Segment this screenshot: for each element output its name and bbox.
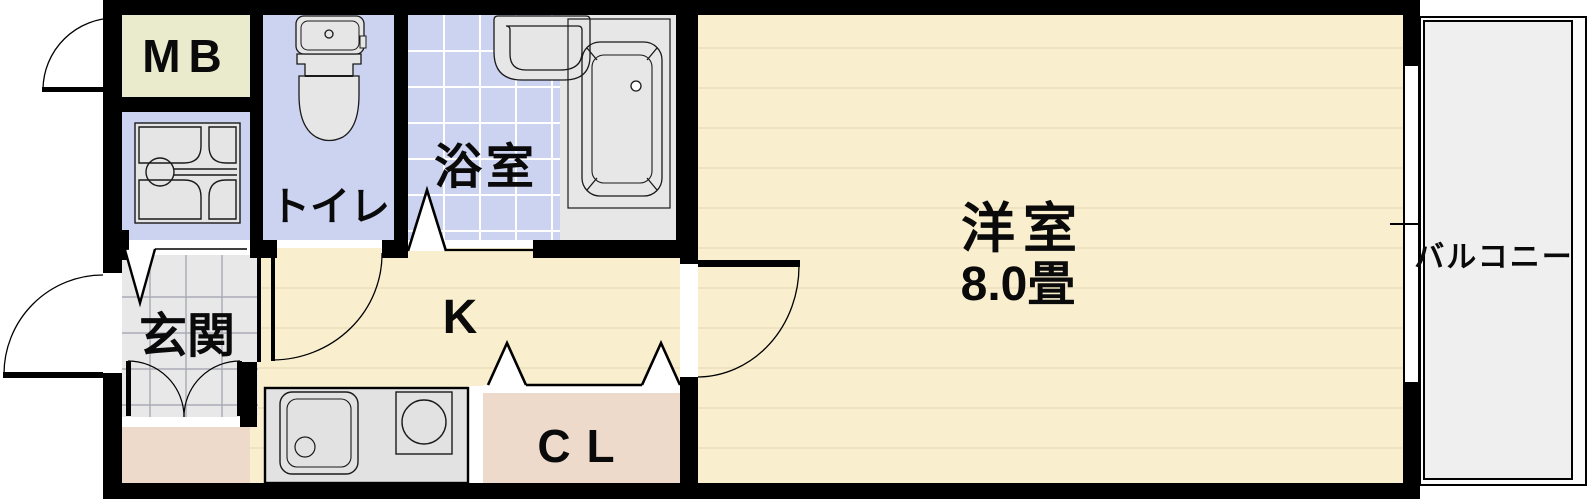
entrance-tile-grid: [122, 255, 258, 417]
washing-machine-pan-icon: [134, 122, 241, 224]
laundry-folding-door: [123, 248, 157, 308]
western-room-size: 8.0畳: [961, 258, 1076, 311]
sliding-window-icon: [1390, 64, 1420, 384]
room-door-swing: [697, 260, 800, 378]
closet-floor: [483, 393, 682, 483]
labels: MB トイレ 浴室 玄関 K CL 洋室 8.0畳 バルコニー: [139, 30, 1573, 472]
closet-label: CL: [537, 420, 630, 472]
bathroom-label: 浴室: [434, 141, 538, 194]
toilet-label: トイレ: [270, 185, 390, 229]
doors: [3, 17, 1420, 418]
balcony: [1419, 16, 1587, 486]
bathtub-icon: [567, 18, 671, 209]
meter-box-floor: [122, 15, 250, 97]
stove-icon: [395, 391, 453, 455]
kitchen-label: K: [443, 291, 478, 344]
balcony-label: バルコニー: [1414, 241, 1573, 274]
kitchen-sink-icon: [279, 391, 359, 475]
entrance-double-doors: [126, 360, 242, 418]
kitchen-counter: [263, 386, 470, 485]
toilet-icon: [295, 15, 367, 142]
walls: [103, 0, 1420, 499]
western-room-label: 洋室: [961, 199, 1085, 259]
room-fills: [122, 15, 1403, 483]
entrance-step-floor: [122, 427, 250, 483]
meter-box-label: MB: [142, 30, 230, 82]
washbasin-icon: [493, 15, 591, 81]
meter-box-door-swing: [42, 17, 117, 92]
entrance-door-swing: [3, 274, 104, 378]
toilet-door-swing: [271, 252, 383, 361]
closet-folding-doors: [486, 339, 682, 387]
balcony-deck: [1423, 20, 1573, 480]
entrance-label: 玄関: [139, 310, 235, 363]
bathroom-folding-door: [406, 185, 533, 252]
counter-closet-gap: [468, 386, 483, 483]
closet-door-gap: [483, 385, 682, 393]
western-room-floor: [698, 15, 1403, 483]
